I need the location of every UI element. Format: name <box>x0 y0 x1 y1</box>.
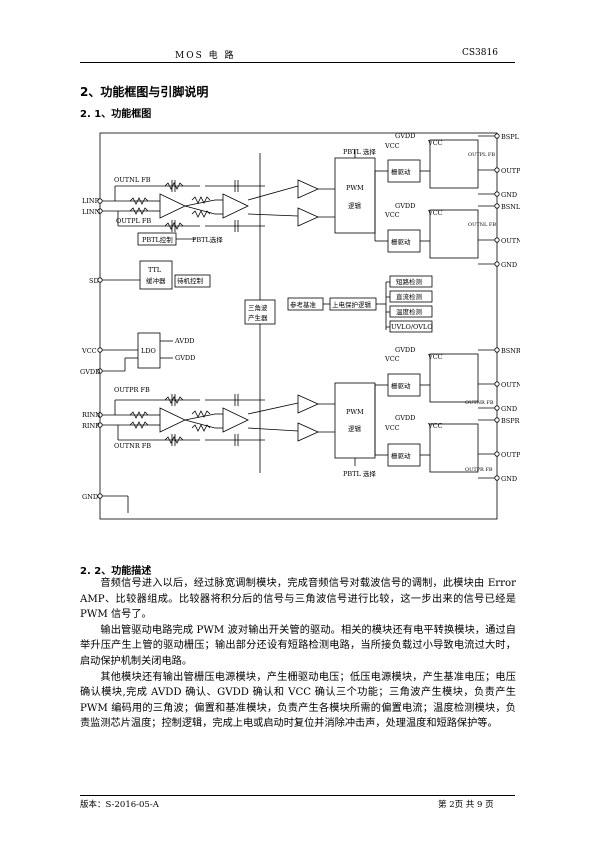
gvdd-out-label: GVDD <box>175 354 195 362</box>
pin-rinn: RINN <box>82 411 101 419</box>
pin-vcc: VCC <box>81 347 97 355</box>
header-right: CS3816 <box>462 48 498 58</box>
pbtl-select-label: PBTL选择 <box>192 235 223 244</box>
subsection-block-diagram: 2. 1、功能框图 <box>80 109 152 120</box>
function-description: 音频信号进入以后，经过脉宽调制模块，完成音频信号对载波信号的调制，此模块由 Er… <box>80 576 516 732</box>
label-outpr-fb: OUTPR FB <box>114 386 150 394</box>
label-outnr-fb: OUTNR FB <box>114 442 151 450</box>
pin-bspl: BSPL <box>501 133 520 141</box>
vcc-s2: VCC <box>384 211 400 219</box>
paragraph-2: 输出管驱动电路完成 PWM 波对输出开关管的驱动。相关的模块还有电平转换模块，通… <box>80 624 516 667</box>
logic-label-bottom: 逻辑 <box>348 424 362 433</box>
uvlo-ovlo <box>389 320 433 333</box>
subsection-function-desc: 2. 2、功能描述 <box>80 566 152 577</box>
gvdd-s2: GVDD <box>395 202 415 210</box>
gvdd-s1: GVDD <box>395 132 415 140</box>
reference-label: 参考基准 <box>290 300 317 309</box>
pin-gvdd: GVDD <box>80 368 100 376</box>
ttl-label: TTL <box>148 266 162 274</box>
footer-version: 版本：S-2016-05-A <box>80 800 159 810</box>
gvdd-s3: GVDD <box>395 346 415 354</box>
error-amp-3 <box>159 407 186 433</box>
label-outnl-fb: OUTNL FB <box>114 176 151 184</box>
triangle-label-1: 三角波 <box>248 303 268 312</box>
short-detect-label: 短路检测 <box>396 277 423 286</box>
footer-page: 第 2页 共 9 页 <box>438 800 494 810</box>
ttl-buffer <box>139 260 173 290</box>
gate-label-3: 栅驱动 <box>391 381 411 390</box>
paragraph-3: 其他模块还有输出管栅压电源模块，产生栅驱动电压；低压电源模块，产生基准电压；电压… <box>80 671 516 730</box>
pin-rinp: RINP <box>82 422 100 430</box>
pin-gnd-2: GND <box>501 261 517 269</box>
standby-control <box>174 274 211 288</box>
pin-bsnl: BSNL <box>501 203 520 211</box>
pin-gnd-4: GND <box>501 475 517 483</box>
buffer-label: 缓冲器 <box>146 276 166 285</box>
vcc-s1b: VCC <box>427 139 443 147</box>
pin-gnd-1: GND <box>501 191 517 199</box>
gvdd-s4: GVDD <box>395 414 415 422</box>
chip-outline <box>99 132 498 520</box>
gate-label-2: 栅驱动 <box>391 237 411 246</box>
pwm-logic-bottom <box>334 382 376 459</box>
protection-label: 上电保护逻辑 <box>332 300 372 309</box>
pin-gnd-3: GND <box>501 405 517 413</box>
comparator-3 <box>297 394 319 414</box>
pwm-label-bottom: PWM <box>346 408 364 416</box>
block-diagram: LINP LINN SD VCC GVDD RINN RINP GND BSPL… <box>80 132 520 520</box>
gate-label-1: 栅驱动 <box>391 167 411 176</box>
ldo-block <box>137 332 161 369</box>
avdd-label: AVDD <box>174 337 195 345</box>
pin-outnl: OUTNL <box>501 237 520 245</box>
logic-label-top: 逻辑 <box>348 201 362 210</box>
outnr-fb-right: OUTNR FB <box>465 400 494 406</box>
outnl-fb-right: OUTNL FB <box>468 222 496 228</box>
vcc-s3b: VCC <box>427 353 443 361</box>
short-detect <box>389 275 433 288</box>
standby-label: 待机控制 <box>177 276 204 285</box>
pin-outpl: OUTPL <box>501 167 520 175</box>
pbtl-select-top: PBTL 选择 <box>343 147 376 156</box>
error-amp-1 <box>159 193 186 219</box>
section-title: 2、功能框图与引脚说明 <box>80 85 209 99</box>
outpr-fb-right: OUTPR FB <box>465 467 493 473</box>
temp-detect-label: 温度检测 <box>396 307 423 316</box>
pin-outpr: OUTPR <box>501 451 520 459</box>
pbtl-control-label: PBTL控制 <box>142 235 173 244</box>
footer-rule <box>80 795 515 796</box>
vcc-s4b: VCC <box>427 422 443 430</box>
ldo-label: LDO <box>141 347 156 355</box>
outpl-fb-right: OUTPL FB <box>468 152 495 158</box>
dc-detect-label: 直流检测 <box>396 292 423 301</box>
pin-gnd: GND <box>82 493 98 501</box>
temp-detect <box>389 305 433 318</box>
header-rule <box>80 62 515 63</box>
dc-detect <box>389 290 433 303</box>
pin-linp: LINP <box>82 197 100 205</box>
comparator-2 <box>297 207 319 227</box>
vcc-s2b: VCC <box>427 209 443 217</box>
pin-bsnr: BSNR <box>501 347 520 355</box>
triangle-label-2: 产生器 <box>248 313 268 322</box>
paragraph-1: 音频信号进入以后，经过脉宽调制模块，完成音频信号对载波信号的调制，此模块由 Er… <box>80 578 516 621</box>
pin-sd: SD <box>89 277 99 285</box>
pwm-label-top: PWM <box>346 184 364 192</box>
comparator-1 <box>297 179 319 199</box>
uvlo-label: UVLO/OVLO <box>391 323 433 331</box>
vcc-s1: VCC <box>384 142 400 150</box>
comparator-4 <box>297 422 319 442</box>
pin-outnr: OUTNR <box>501 381 520 389</box>
pwm-logic-top <box>334 157 376 234</box>
pbtl-select-bottom: PBTL 选择 <box>343 469 376 478</box>
error-amp-2 <box>222 193 249 219</box>
vcc-s3: VCC <box>384 355 400 363</box>
pin-bspr: BSPR <box>501 417 520 425</box>
vcc-s4: VCC <box>384 424 400 432</box>
gate-label-4: 栅驱动 <box>391 451 411 460</box>
pin-linn: LINN <box>82 208 101 216</box>
label-outpl-fb: OUTPL FB <box>116 217 151 225</box>
header-left: MOS 电 路 <box>175 51 236 61</box>
error-amp-4 <box>222 407 249 433</box>
